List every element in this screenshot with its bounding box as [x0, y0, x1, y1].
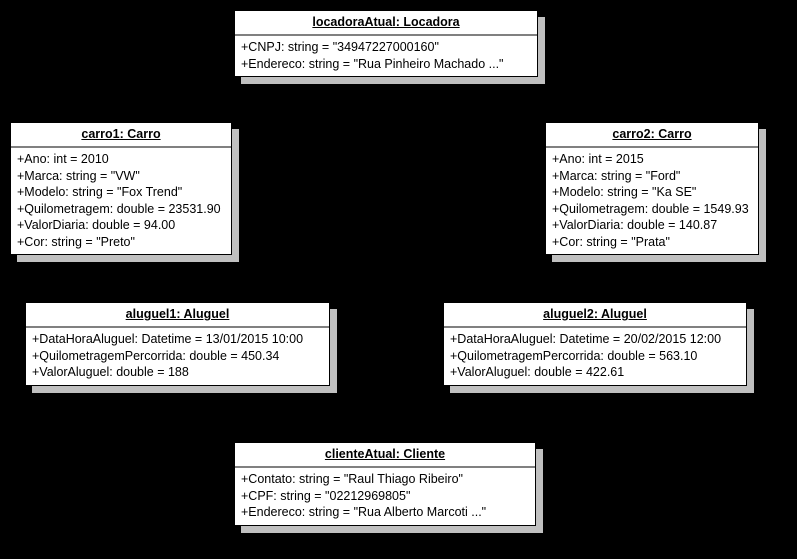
uml-object-carro1[interactable]: carro1: Carro +Ano: int = 2010 +Marca: s…	[10, 122, 232, 255]
uml-attribute: +Quilometragem: double = 23531.90	[17, 201, 221, 216]
uml-attribute: +Modelo: string = "Fox Trend"	[17, 185, 183, 199]
uml-attribute: +DataHoraAluguel: Datetime = 20/02/2015 …	[450, 332, 722, 346]
uml-attribute-list: +CNPJ: string = "34947227000160" +Endere…	[235, 36, 537, 76]
uml-attribute: +QuilometragemPercorrida: double = 563.1…	[450, 348, 698, 363]
uml-attribute: +Quilometragem: double = 1549.93	[552, 201, 749, 216]
uml-object-aluguel1[interactable]: aluguel1: Aluguel +DataHoraAluguel: Date…	[25, 302, 330, 386]
uml-attribute: +Cor: string = "Prata"	[552, 234, 670, 249]
uml-attribute: +ValorDiaria: double = 94.00	[17, 218, 176, 232]
uml-attribute-list: +Contato: string = "Raul Thiago Ribeiro"…	[235, 468, 535, 525]
uml-attribute: +ValorAluguel: double = 188	[32, 365, 189, 379]
link-locadora-aluguel2	[411, 77, 421, 387]
uml-object-clienteAtual[interactable]: clienteAtual: Cliente +Contato: string =…	[234, 442, 536, 526]
uml-object-title: carro1: Carro	[11, 123, 231, 148]
uml-attribute: +Endereco: string = "Rua Alberto Marcoti…	[241, 505, 487, 519]
uml-attribute: +Cor: string = "Preto"	[17, 234, 135, 249]
uml-attribute: +ValorDiaria: double = 140.87	[552, 218, 718, 232]
uml-attribute: +DataHoraAluguel: Datetime = 13/01/2015 …	[32, 332, 304, 346]
uml-attribute: +CPF: string = "02212969805"	[241, 488, 411, 503]
uml-attribute: +Modelo: string = "Ka SE"	[552, 185, 697, 199]
uml-object-title: aluguel1: Aluguel	[26, 303, 329, 328]
uml-attribute-list: +DataHoraAluguel: Datetime = 13/01/2015 …	[26, 328, 329, 385]
uml-attribute: +Ano: int = 2010	[17, 152, 109, 166]
uml-attribute: +CNPJ: string = "34947227000160"	[241, 40, 439, 54]
uml-object-locadoraAtual[interactable]: locadoraAtual: Locadora +CNPJ: string = …	[234, 10, 538, 77]
uml-object-title: clienteAtual: Cliente	[235, 443, 535, 468]
uml-object-title: locadoraAtual: Locadora	[235, 11, 537, 36]
uml-attribute: +Contato: string = "Raul Thiago Ribeiro"	[241, 472, 463, 486]
uml-attribute: +Marca: string = "Ford"	[552, 168, 681, 183]
uml-attribute: +QuilometragemPercorrida: double = 450.3…	[32, 348, 280, 363]
uml-object-aluguel2[interactable]: aluguel2: Aluguel +DataHoraAluguel: Date…	[443, 302, 747, 386]
uml-object-carro2[interactable]: carro2: Carro +Ano: int = 2015 +Marca: s…	[545, 122, 759, 255]
uml-attribute: +Marca: string = "VW"	[17, 168, 140, 183]
uml-object-title: aluguel2: Aluguel	[444, 303, 746, 328]
uml-attribute-list: +Ano: int = 2015 +Marca: string = "Ford"…	[546, 148, 758, 254]
uml-attribute-list: +DataHoraAluguel: Datetime = 20/02/2015 …	[444, 328, 746, 385]
uml-attribute: +Ano: int = 2015	[552, 152, 644, 166]
uml-object-title: carro2: Carro	[546, 123, 758, 148]
uml-attribute: +Endereco: string = "Rua Pinheiro Machad…	[241, 56, 504, 71]
uml-attribute: +ValorAluguel: double = 422.61	[450, 365, 625, 379]
uml-attribute-list: +Ano: int = 2010 +Marca: string = "VW" +…	[11, 148, 231, 254]
